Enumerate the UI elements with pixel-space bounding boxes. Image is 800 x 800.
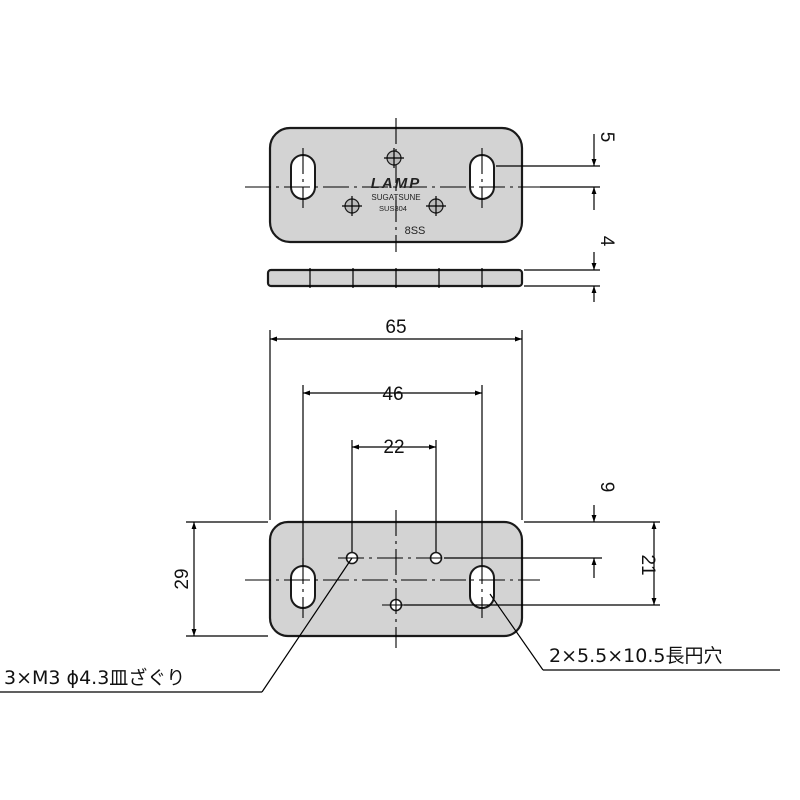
marking-model: 8SS (405, 225, 426, 237)
side-view: 4 (266, 236, 617, 302)
rivet-mark-top (384, 148, 404, 168)
plate-side-view (266, 268, 524, 288)
dim-overall-width: 65 (385, 317, 406, 338)
marking-brand: LAMP (371, 175, 422, 192)
dim-slot-pitch: 46 (382, 384, 403, 405)
marking-maker: SUGATSUNE (371, 193, 420, 202)
callout-countersink-holes: 3×M3 ϕ4.3皿ざぐり (4, 666, 185, 689)
dim-height: 29 (172, 568, 193, 589)
dim-hole-pitch: 22 (383, 437, 404, 458)
callout-oblong-slots: 2×5.5×10.5長円穴 (549, 645, 722, 667)
dim-thickness: 4 (596, 236, 617, 247)
rivet-mark-right (426, 196, 446, 216)
marking-material: SUS304 (379, 204, 407, 213)
rivet-mark-left (342, 196, 362, 216)
top-view: LAMP SUGATSUNE SUS304 8SS 5 (245, 118, 617, 252)
dim-slot-center-height: 21 (637, 554, 658, 575)
bottom-view: 65 46 22 29 9 21 3×M3 ϕ4.3皿ざぐり 2×5.5×10.… (0, 317, 780, 693)
dim-hole-top-offset: 9 (596, 482, 617, 493)
dim-slot-offset: 5 (596, 132, 617, 143)
